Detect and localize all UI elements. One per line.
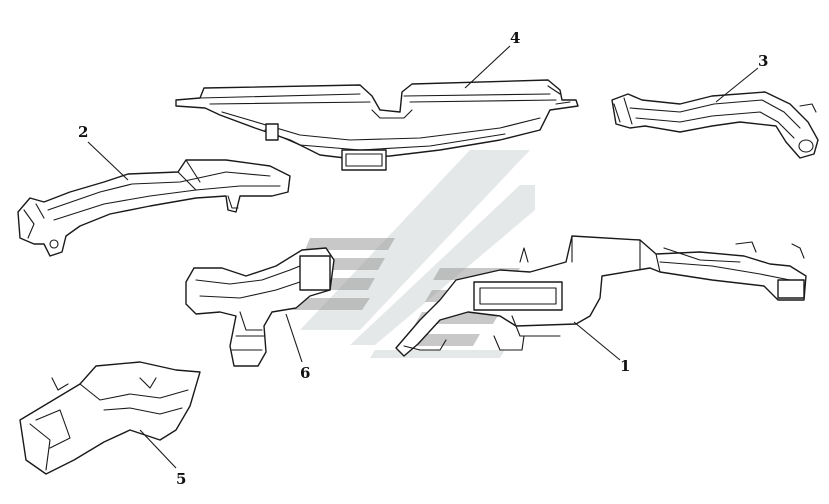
part-4-upper-duct [175, 79, 579, 171]
part-6-center-duct [185, 247, 335, 367]
part-3-right-duct [611, 91, 819, 159]
leader-2 [87, 141, 129, 181]
callout-labels: 4 3 2 6 1 5 [78, 29, 768, 488]
leader-lines [87, 45, 759, 469]
part-5-lower-duct [19, 361, 201, 475]
leader-6 [285, 313, 303, 363]
leader-1 [573, 321, 621, 361]
leader-4 [464, 45, 511, 89]
leader-3 [715, 67, 759, 103]
callout-2: 2 [78, 123, 88, 141]
callout-1: 1 [620, 357, 630, 375]
callout-4: 4 [510, 29, 520, 47]
part-1-main-duct [395, 235, 807, 357]
part-2-left-duct [17, 159, 291, 257]
callout-3: 3 [758, 52, 768, 70]
leader-5 [139, 429, 177, 469]
callout-5: 5 [176, 470, 186, 488]
callout-6: 6 [300, 364, 310, 382]
